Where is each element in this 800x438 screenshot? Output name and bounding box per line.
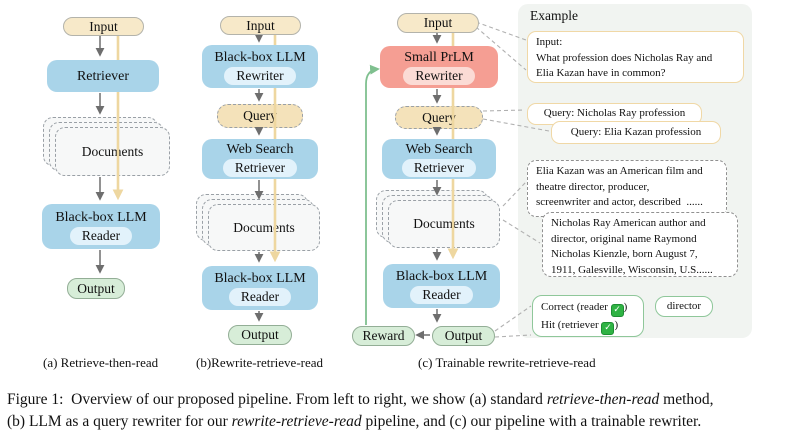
example-title: Example bbox=[530, 8, 578, 23]
b-query-node: Query bbox=[217, 104, 303, 128]
caption-italic: rewrite-retrieve-read bbox=[231, 412, 362, 430]
c-retriever-pill: Retriever bbox=[401, 159, 477, 177]
example-doc-line: theatre director, producer, bbox=[536, 180, 650, 193]
c-rewriter-title: Small PrLM bbox=[404, 50, 474, 65]
c-output-node: Output bbox=[432, 326, 495, 346]
b-retriever-node: Web Search Retriever bbox=[202, 139, 318, 179]
feedback-correct-close: ) bbox=[623, 301, 628, 313]
caption-text: Figure 1: Overview of our proposed pipel… bbox=[7, 391, 547, 408]
a-reader-pill: Reader bbox=[69, 226, 133, 245]
b-retriever-title: Web Search bbox=[226, 142, 294, 157]
example-doc-line: Nicholas Ray American author and bbox=[551, 217, 706, 229]
c-subcaption: (c) Trainable rewrite-retrieve-read bbox=[418, 355, 596, 370]
c-query-node: Query bbox=[395, 106, 483, 129]
example-doc-line: director, original name Raymond bbox=[551, 232, 697, 245]
example-input-line: Elia Kazan have in common? bbox=[536, 67, 666, 79]
example-input-box: Input: What profession does Nicholas Ray… bbox=[527, 31, 744, 83]
b-reader-pill: Reader bbox=[228, 288, 292, 306]
b-retriever-pill: Retriever bbox=[222, 159, 298, 177]
c-reward-node: Reward bbox=[352, 326, 415, 346]
feedback-hit-line: Hit (retriever ✓) bbox=[541, 317, 635, 335]
caption-text: pipeline, and (c) our pipeline with a tr… bbox=[361, 412, 702, 430]
b-reader-node: Black-box LLM Reader bbox=[202, 266, 318, 310]
a-documents-stack: Documents bbox=[43, 117, 170, 176]
b-documents-stack: Documents bbox=[196, 194, 320, 251]
check-icon: ✓ bbox=[610, 304, 624, 317]
c-retriever-title: Web Search bbox=[405, 142, 473, 157]
example-doc-line: Nicholas Kienzle, born August 7, bbox=[551, 248, 698, 260]
figure-caption-line-2: (b) LLM as a query rewriter for our rewr… bbox=[7, 411, 796, 433]
b-documents-node: Documents bbox=[208, 204, 320, 251]
caption-italic: retrieve-then-read bbox=[546, 391, 660, 408]
c-documents-stack: Documents bbox=[376, 190, 500, 248]
a-retriever-node: Retriever bbox=[47, 60, 159, 92]
feedback-correct-line: Correct (reader ✓) bbox=[541, 299, 635, 317]
feedback-hit-close: ) bbox=[614, 319, 619, 331]
c-documents-node: Documents bbox=[388, 200, 500, 248]
a-input-node: Input bbox=[63, 17, 144, 36]
example-query-box-1: Query: Nicholas Ray profession bbox=[527, 103, 702, 125]
example-input-line: Input: bbox=[536, 36, 563, 48]
example-feedback-box: Correct (reader ✓) Hit (retriever ✓) bbox=[532, 295, 644, 337]
a-documents-node: Documents bbox=[55, 127, 170, 176]
a-retriever-label: Retriever bbox=[76, 68, 130, 84]
figure-caption: Figure 1: Overview of our proposed pipel… bbox=[7, 389, 796, 432]
example-doc-line: 1911, Galesville, Wisconsin, U.S...... bbox=[551, 263, 713, 276]
c-rewriter-node: Small PrLM Rewriter bbox=[380, 46, 498, 88]
example-doc-box-2: Nicholas Ray American author and directo… bbox=[542, 212, 738, 277]
b-reader-title: Black-box LLM bbox=[214, 271, 306, 286]
a-reader-node: Black-box LLM Reader bbox=[42, 204, 160, 249]
example-input-line: What profession does Nicholas Ray and bbox=[536, 51, 713, 64]
check-icon: ✓ bbox=[601, 322, 615, 335]
a-subcaption: (a) Retrieve-then-read bbox=[43, 355, 159, 370]
c-reader-node: Black-box LLM Reader bbox=[383, 264, 500, 308]
b-rewriter-node: Black-box LLM Rewriter bbox=[202, 45, 318, 88]
c-reader-title: Black-box LLM bbox=[395, 269, 488, 284]
b-rewriter-pill: Rewriter bbox=[224, 66, 296, 85]
a-reader-title: Black-box LLM bbox=[55, 209, 147, 225]
c-rewriter-pill: Rewriter bbox=[403, 67, 475, 85]
a-output-node: Output bbox=[67, 278, 125, 299]
b-input-node: Input bbox=[220, 16, 301, 35]
example-doc-line: screenwriter and actor, described ...... bbox=[536, 196, 703, 208]
c-retriever-node: Web Search Retriever bbox=[382, 139, 496, 179]
example-doc-box-1: Elia Kazan was an American film and thea… bbox=[527, 160, 727, 217]
c-reader-pill: Reader bbox=[410, 286, 473, 304]
caption-text: method, bbox=[659, 391, 714, 408]
example-doc-line: Elia Kazan was an American film and bbox=[536, 165, 703, 177]
c-input-node: Input bbox=[397, 13, 479, 33]
b-rewriter-title: Black-box LLM bbox=[214, 49, 306, 65]
example-query-box-2: Query: Elia Kazan profession bbox=[551, 121, 721, 144]
example-director-box: director bbox=[655, 296, 713, 317]
caption-text: (b) LLM as a query rewriter for our bbox=[7, 412, 232, 430]
feedback-correct-text: Correct (reader bbox=[541, 301, 611, 313]
feedback-hit-text: Hit (retriever bbox=[541, 319, 602, 331]
b-output-node: Output bbox=[228, 325, 292, 345]
figure-caption-line-1: Figure 1: Overview of our proposed pipel… bbox=[7, 389, 796, 411]
b-subcaption: (b)Rewrite-retrieve-read bbox=[196, 355, 324, 370]
